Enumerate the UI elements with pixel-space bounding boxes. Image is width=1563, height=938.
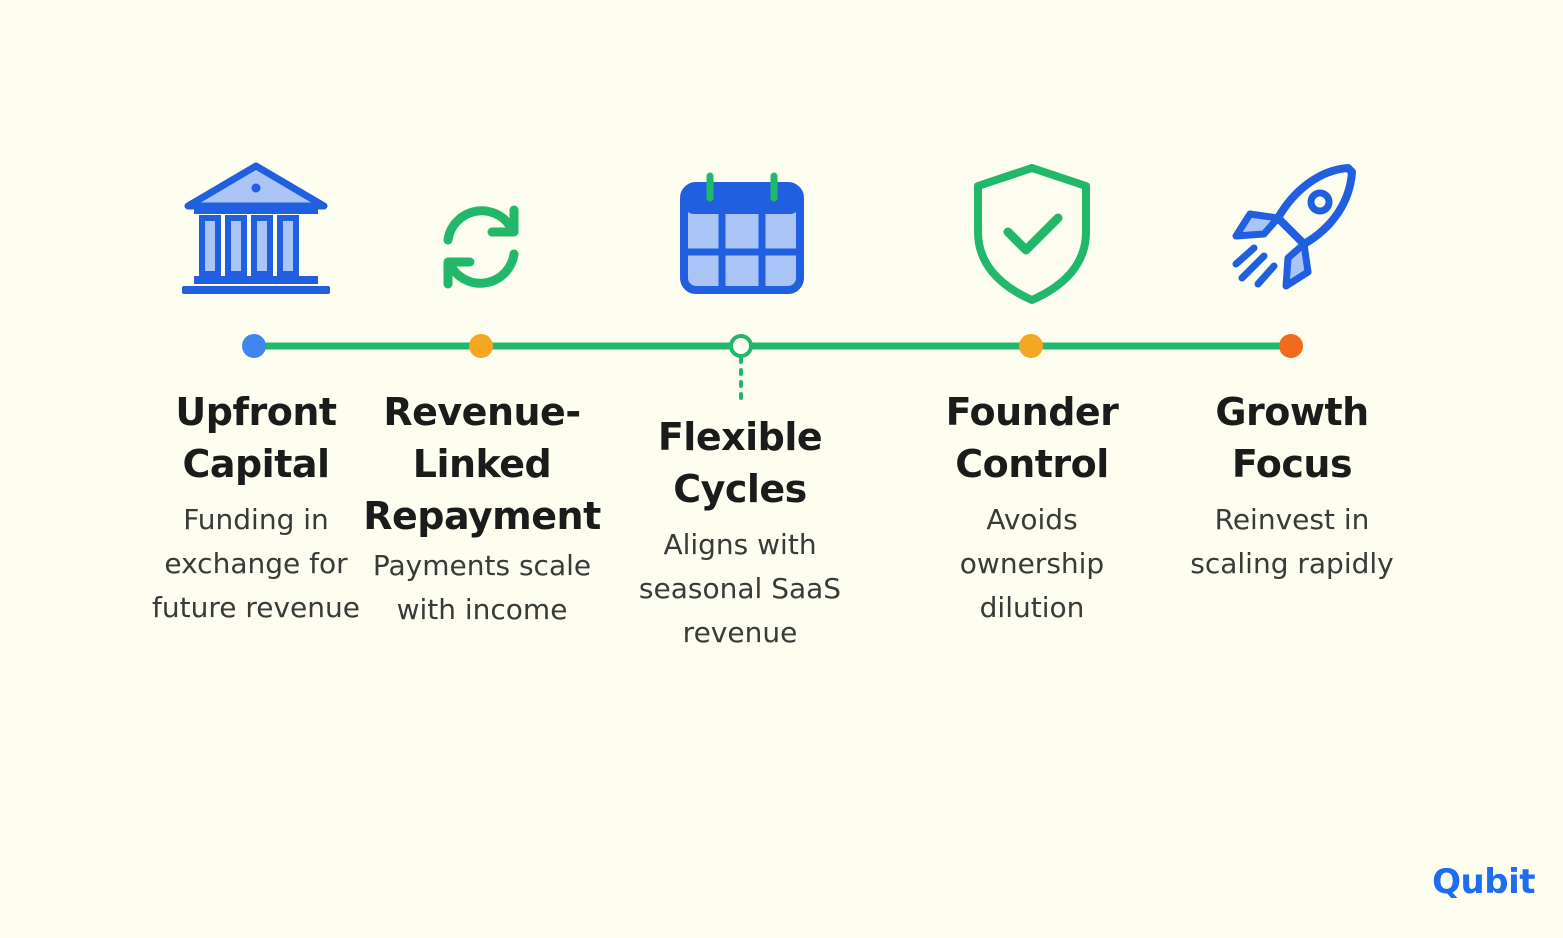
step-title: Founder Control xyxy=(902,386,1162,490)
step-title: Revenue- Linked Repayment xyxy=(352,386,612,542)
timeline-marker-5 xyxy=(1279,334,1303,358)
step-description: Avoids ownership dilution xyxy=(902,498,1162,630)
step-title-line: Control xyxy=(955,442,1109,486)
step-upfront-capital: Upfront Capital Funding in exchange for … xyxy=(126,386,386,630)
step-founder-control: Founder Control Avoids ownership dilutio… xyxy=(902,386,1162,630)
step-title-line: Revenue- xyxy=(383,390,581,434)
step-desc-line: seasonal SaaS xyxy=(638,572,842,605)
step-desc-line: Avoids xyxy=(986,503,1078,536)
step-title-line: Founder xyxy=(945,390,1119,434)
rocket-icon xyxy=(1228,160,1360,296)
step-title-line: Upfront xyxy=(175,390,337,434)
timeline-marker-4 xyxy=(1019,334,1043,358)
step-title-line: Capital xyxy=(182,442,330,486)
step-title: Upfront Capital xyxy=(126,386,386,490)
step-desc-line: future revenue xyxy=(152,591,360,624)
step-desc-line: exchange for xyxy=(164,547,348,580)
step-description: Funding in exchange for future revenue xyxy=(126,498,386,630)
timeline-marker-1 xyxy=(242,334,266,358)
step-desc-line: revenue xyxy=(682,616,798,649)
step-title-line: Repayment xyxy=(363,494,601,538)
step-description: Payments scale with income xyxy=(352,544,612,632)
step-title-line: Flexible xyxy=(657,415,823,459)
timeline-marker-2 xyxy=(469,334,493,358)
step-description: Reinvest in scaling rapidly xyxy=(1162,498,1422,586)
shield-check-icon xyxy=(970,162,1094,306)
step-title-line: Growth xyxy=(1215,390,1369,434)
step-title: Flexible Cycles xyxy=(610,411,870,515)
step-title: Growth Focus xyxy=(1162,386,1422,490)
timeline-marker-3 xyxy=(729,334,753,358)
step-description: Aligns with seasonal SaaS revenue xyxy=(610,523,870,655)
brand-name: Qubit xyxy=(1432,862,1535,902)
step-desc-line: scaling rapidly xyxy=(1190,547,1394,580)
calendar-icon xyxy=(678,172,806,298)
step-title-line: Focus xyxy=(1231,442,1353,486)
step-desc-line: Funding in xyxy=(183,503,329,536)
step-desc-line: with income xyxy=(396,593,568,626)
bank-icon xyxy=(180,160,332,296)
step-flexible-cycles: Flexible Cycles Aligns with seasonal Saa… xyxy=(610,411,870,655)
step-desc-line: Aligns with xyxy=(663,528,817,561)
step-title-line: Linked xyxy=(412,442,552,486)
step-desc-line: dilution xyxy=(979,591,1085,624)
brand-logo: Qubit xyxy=(1432,862,1535,902)
step-growth-focus: Growth Focus Reinvest in scaling rapidly xyxy=(1162,386,1422,586)
refresh-icon xyxy=(434,200,528,294)
step-desc-line: ownership xyxy=(959,547,1105,580)
step-title-line: Cycles xyxy=(673,467,807,511)
step-desc-line: Reinvest in xyxy=(1214,503,1370,536)
step-desc-line: Payments scale xyxy=(372,549,592,582)
step-revenue-linked-repayment: Revenue- Linked Repayment Payments scale… xyxy=(352,386,612,632)
